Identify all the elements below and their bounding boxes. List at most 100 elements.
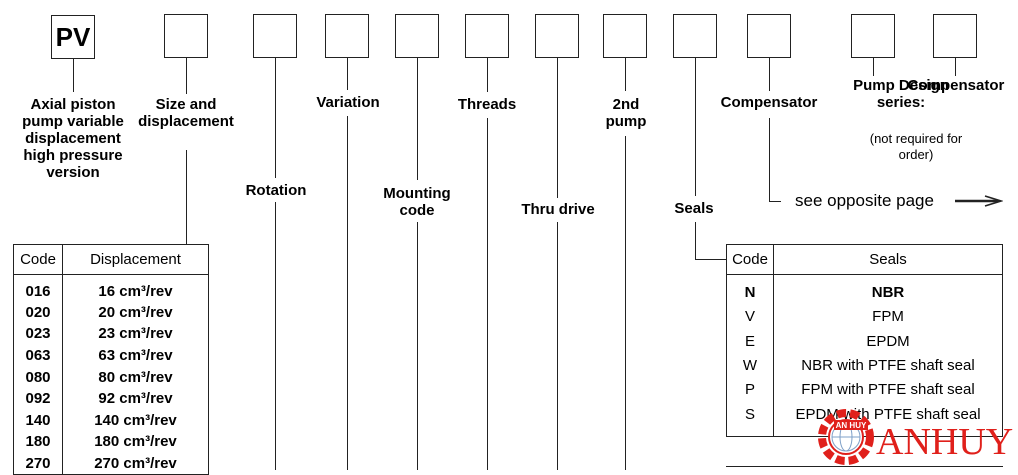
table-row: E EPDM bbox=[726, 328, 1003, 354]
compensator-code-box bbox=[747, 14, 791, 58]
seals-connector bbox=[695, 259, 726, 261]
thru-drive-line-bottom bbox=[557, 222, 559, 470]
size-code-box bbox=[164, 14, 208, 58]
table-row: P FPM with PTFE shaft seal bbox=[726, 377, 1003, 403]
table-row: 016 16 cm³/rev bbox=[13, 274, 209, 302]
table-row: W NBR with PTFE shaft seal bbox=[726, 353, 1003, 378]
design-series-note: (not required for order) bbox=[869, 131, 963, 162]
displacement-code-cell: 092 bbox=[13, 387, 63, 410]
rotation-code-box bbox=[253, 14, 297, 58]
displacement-value-cell: 63 cm³/rev bbox=[98, 346, 173, 364]
seals-header: Seals bbox=[773, 244, 1003, 275]
anhuy-logo: AN HUY ANHUY bbox=[818, 409, 1013, 465]
displacement-value-cell: 20 cm³/rev bbox=[98, 303, 173, 321]
table-row: 063 63 cm³/rev bbox=[13, 344, 209, 367]
second-pump-line-bottom bbox=[625, 136, 627, 470]
threads-label: Threads bbox=[457, 96, 517, 113]
displacement-code-header: Code bbox=[13, 244, 63, 275]
seal-code-cell: S bbox=[726, 402, 774, 427]
seals-line-bottom bbox=[695, 222, 697, 260]
model-code-box: PV bbox=[51, 15, 95, 59]
seal-name-cell: FPM with PTFE shaft seal bbox=[801, 381, 975, 399]
table-row: 023 23 cm³/rev bbox=[13, 323, 209, 345]
displacement-code-cell: 270 bbox=[13, 452, 63, 475]
rotation-line-top bbox=[275, 58, 277, 178]
thru-drive-line-top bbox=[557, 58, 559, 198]
seals-line-top bbox=[695, 58, 697, 196]
compensator2-label: Compensator bbox=[907, 77, 1005, 94]
variation-line-top bbox=[347, 58, 349, 90]
size-label: Size and displacement bbox=[138, 96, 234, 130]
seal-code-cell: P bbox=[726, 377, 774, 403]
compensator2-line bbox=[955, 58, 957, 76]
displacement-value-cell: 140 cm³/rev bbox=[94, 411, 177, 429]
displacement-code-cell: 016 bbox=[13, 274, 63, 302]
compensator2-code-box bbox=[933, 14, 977, 58]
displacement-code-cell: 023 bbox=[13, 323, 63, 345]
threads-line-bottom bbox=[487, 118, 489, 470]
seals-code-header: Code bbox=[726, 244, 774, 275]
displacement-table: Code Displacement 016 16 cm³/rev 020 20 cm³… bbox=[13, 244, 209, 475]
table-padding-row bbox=[726, 426, 1003, 437]
second-pump-line-top bbox=[625, 58, 627, 91]
mounting-line-top bbox=[417, 58, 419, 180]
seal-code-cell: V bbox=[726, 304, 774, 329]
thru-drive-label: Thru drive bbox=[521, 201, 595, 218]
compensator-line-top bbox=[769, 58, 771, 91]
displacement-value-cell: 80 cm³/rev bbox=[98, 368, 173, 386]
mounting-line-bottom bbox=[417, 222, 419, 470]
size-line-top bbox=[186, 58, 188, 94]
seal-name-cell: NBR with PTFE shaft seal bbox=[801, 356, 975, 374]
displacement-code-cell: 080 bbox=[13, 366, 63, 388]
seal-code-cell: W bbox=[726, 353, 774, 378]
seals-label: Seals bbox=[674, 200, 714, 217]
displacement-value-cell: 180 cm³/rev bbox=[94, 433, 177, 451]
displacement-header: Displacement bbox=[62, 244, 209, 275]
displacement-value-cell: 16 cm³/rev bbox=[98, 282, 173, 300]
variation-line-bottom bbox=[347, 116, 349, 470]
displacement-code-cell: 020 bbox=[13, 301, 63, 324]
second-pump-label: 2nd pump bbox=[605, 96, 647, 130]
compensator-connector bbox=[769, 201, 781, 203]
size-line-bottom bbox=[186, 150, 188, 244]
pump-type-line bbox=[73, 59, 75, 92]
logo-wordmark: ANHUY bbox=[876, 421, 1013, 463]
design-series-line bbox=[873, 58, 875, 76]
second-pump-code-box bbox=[603, 14, 647, 58]
pump-type-label: Axial piston pump variable displacement … bbox=[22, 96, 124, 181]
variation-code-box bbox=[325, 14, 369, 58]
threads-code-box bbox=[465, 14, 509, 58]
compensator-line-bottom bbox=[769, 118, 771, 202]
seals-table: Code Seals N NBR V FPM E EPDM W NBR with PTFE s… bbox=[726, 244, 1003, 437]
table-row: 080 80 cm³/rev bbox=[13, 366, 209, 388]
table-row: 270 270 cm³/rev bbox=[13, 452, 209, 475]
rotation-line-bottom bbox=[275, 202, 277, 470]
displacement-code-cell: 180 bbox=[13, 431, 63, 453]
variation-label: Variation bbox=[316, 94, 380, 111]
rotation-label: Rotation bbox=[245, 182, 307, 199]
seals-table-bottom-edge bbox=[726, 466, 1003, 468]
model-code: PV bbox=[55, 21, 91, 52]
seal-name-cell: NBR bbox=[871, 284, 905, 302]
threads-line-top bbox=[487, 58, 489, 92]
displacement-value-cell: 270 cm³/rev bbox=[94, 454, 177, 472]
table-row: 020 20 cm³/rev bbox=[13, 301, 209, 324]
arrow-right-icon bbox=[955, 195, 1003, 207]
seals-code-box bbox=[673, 14, 717, 58]
seal-name-cell: FPM bbox=[872, 308, 904, 326]
displacement-value-cell: 92 cm³/rev bbox=[98, 390, 173, 408]
displacement-value-cell: 23 cm³/rev bbox=[98, 325, 173, 343]
seal-code-cell: E bbox=[726, 328, 774, 354]
compensator-label: Compensator bbox=[720, 94, 818, 111]
table-row: N NBR bbox=[726, 274, 1003, 305]
logo-badge-text: AN HUY bbox=[836, 421, 867, 430]
displacement-code-cell: 063 bbox=[13, 344, 63, 367]
see-opposite-text: see opposite page bbox=[795, 191, 934, 210]
seal-code-cell: N bbox=[726, 274, 774, 305]
table-row: 180 180 cm³/rev bbox=[13, 431, 209, 453]
table-row: 092 92 cm³/rev bbox=[13, 387, 209, 410]
thru-drive-code-box bbox=[535, 14, 579, 58]
mounting-label: Mounting code bbox=[383, 185, 451, 219]
seal-name-cell: EPDM bbox=[866, 332, 910, 350]
